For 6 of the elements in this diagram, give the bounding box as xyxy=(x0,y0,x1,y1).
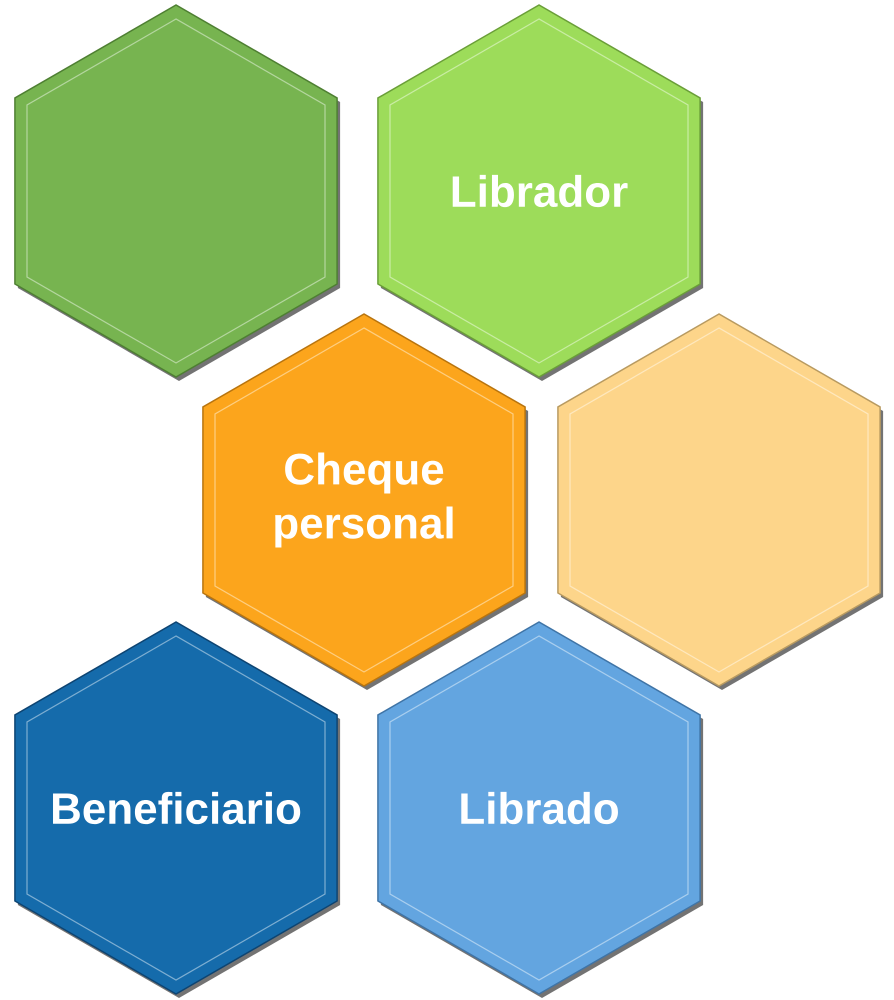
hexagon-tile xyxy=(557,313,884,690)
hexagon-tile xyxy=(14,4,340,381)
hexagon-tile: Librador xyxy=(377,4,704,381)
hexagon-tile: Librado xyxy=(377,621,704,998)
hexagon-tile: Cheque personal xyxy=(202,313,528,690)
hexagon-tile: Beneficiario xyxy=(14,621,340,998)
